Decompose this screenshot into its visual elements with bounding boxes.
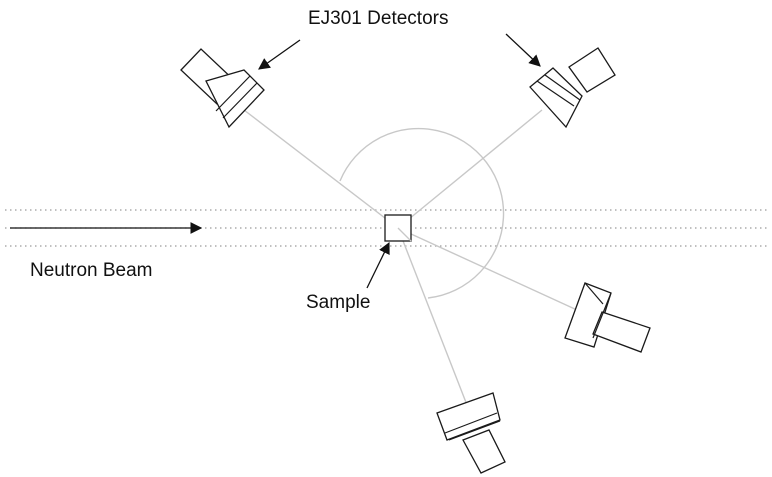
sample-target xyxy=(384,214,412,242)
detector-head-bottom xyxy=(436,392,501,441)
sample-label: Sample xyxy=(306,292,370,313)
detector-tube-upper-right xyxy=(568,47,616,93)
detector-tube-bottom xyxy=(462,429,506,474)
detector-callout-arrow-right xyxy=(505,33,541,67)
detector-callout-arrow-left xyxy=(258,39,301,70)
flight-path-lower-right xyxy=(397,227,578,311)
flight-path-bottom xyxy=(397,227,468,406)
scattering-angle-arc xyxy=(339,127,505,299)
detector-upper-left xyxy=(180,48,265,129)
detector-head-upper-right xyxy=(529,67,583,129)
sample-callout-arrow xyxy=(366,241,390,289)
detector-lower-right xyxy=(564,282,651,353)
detectors-label: EJ301 Detectors xyxy=(308,8,448,29)
detector-head-upper-left xyxy=(205,69,265,129)
flight-paths xyxy=(243,109,578,406)
beam-label: Neutron Beam xyxy=(30,260,153,281)
detector-upper-right xyxy=(529,47,616,129)
detector-tube-lower-right xyxy=(592,311,651,353)
detector-bottom xyxy=(436,392,506,474)
flight-path-upper-left xyxy=(243,109,399,229)
flight-path-upper-right xyxy=(397,109,543,229)
